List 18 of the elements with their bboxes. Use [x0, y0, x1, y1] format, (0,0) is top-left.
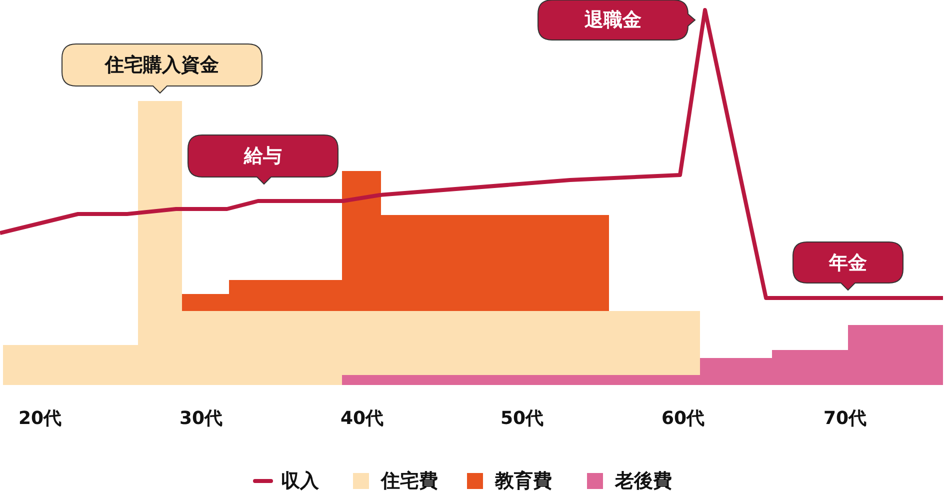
callout-bubble	[538, 0, 696, 40]
age-label: 70代	[823, 407, 867, 430]
callout-text: 住宅購入資金	[105, 53, 219, 78]
callout-text: 給与	[244, 144, 282, 169]
legend-text: 教育費	[495, 469, 552, 493]
callout-bubble	[188, 135, 338, 185]
callout-bubble	[793, 242, 903, 291]
callout-bubble	[62, 44, 262, 94]
age-label: 30代	[179, 407, 223, 430]
legend-text: 老後費	[615, 469, 672, 493]
age-label: 50代	[500, 407, 544, 430]
age-label: 20代	[18, 407, 62, 430]
age-label: 40代	[340, 407, 384, 430]
callout-text: 年金	[829, 250, 867, 276]
age-label: 60代	[661, 407, 705, 430]
legend-text: 住宅費	[381, 469, 438, 493]
legend-text: 収入	[281, 469, 319, 493]
callout-text: 退職金	[584, 8, 642, 33]
